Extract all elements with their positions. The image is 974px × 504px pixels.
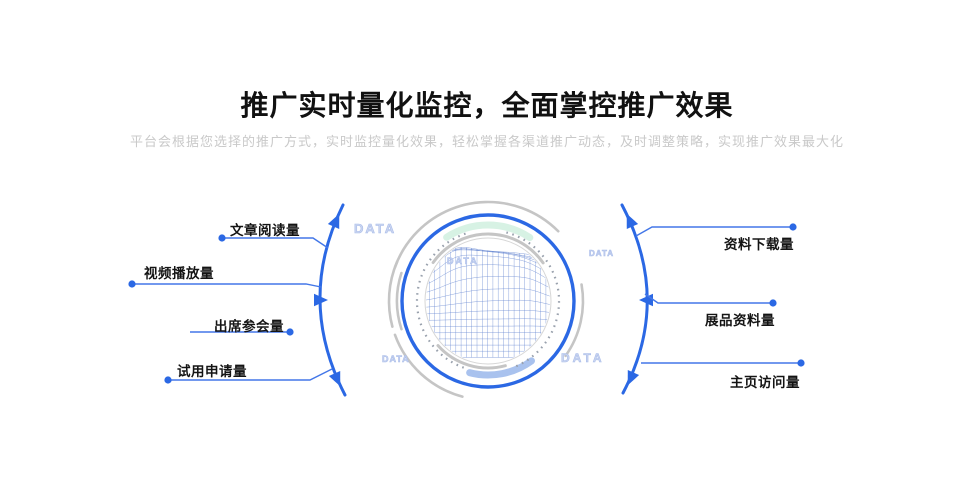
metric-dot	[164, 376, 172, 384]
data-watermark: DATA	[354, 221, 397, 237]
metric-dot	[769, 299, 777, 307]
data-watermark: DATA	[561, 351, 605, 366]
terrain-mesh	[426, 247, 550, 358]
connector-line	[635, 226, 793, 237]
center-graphic	[387, 200, 589, 402]
outer-arc	[395, 208, 581, 394]
arrow-icon	[328, 370, 341, 387]
arrow-icon	[627, 369, 640, 386]
data-watermark: DATA	[589, 249, 615, 259]
inner-arc	[419, 232, 557, 370]
metric-label-doc-downloads: 资料下载量	[724, 237, 794, 252]
metric-dot	[286, 328, 294, 336]
arrow-icon	[626, 213, 639, 230]
metric-label-exhibit-docs: 展品资料量	[705, 313, 775, 328]
metric-dot	[218, 234, 226, 242]
metric-dot	[797, 359, 805, 367]
blue-ring	[400, 213, 576, 389]
data-watermark: DATA	[447, 256, 479, 267]
metric-dot	[789, 223, 797, 231]
connector-line	[644, 293, 773, 304]
metric-label-article-reads: 文章阅读量	[230, 223, 300, 238]
connector-line	[132, 283, 322, 288]
metric-label-video-plays: 视频播放量	[144, 266, 214, 281]
hero-title: 推广实时量化监控，全面掌控推广效果	[240, 90, 734, 121]
inner-arc	[419, 232, 557, 370]
arrow-icon	[314, 293, 328, 307]
data-watermark: DATA	[382, 354, 410, 365]
dotted-ring	[415, 231, 470, 369]
metric-label-attendance: 出席参会量	[214, 319, 284, 334]
connector-line	[168, 368, 333, 381]
outer-arc	[391, 204, 585, 398]
metric-label-homepage-visits: 主页访问量	[730, 375, 800, 390]
metric-dot	[128, 280, 136, 288]
arrow-icon	[327, 213, 340, 230]
metric-label-trial-requests: 试用申请量	[177, 364, 247, 379]
dotted-ring	[506, 231, 561, 369]
hero-subtitle: 平台会根据您选择的推广方式，实时监控量化效果，轻松掌握各渠道推广动态，及时调整策…	[129, 134, 844, 149]
highlight-arc	[410, 223, 566, 379]
mint-arc	[408, 221, 568, 381]
connector-line	[222, 237, 329, 249]
outer-arc	[387, 200, 589, 402]
outer-arc	[387, 200, 589, 402]
